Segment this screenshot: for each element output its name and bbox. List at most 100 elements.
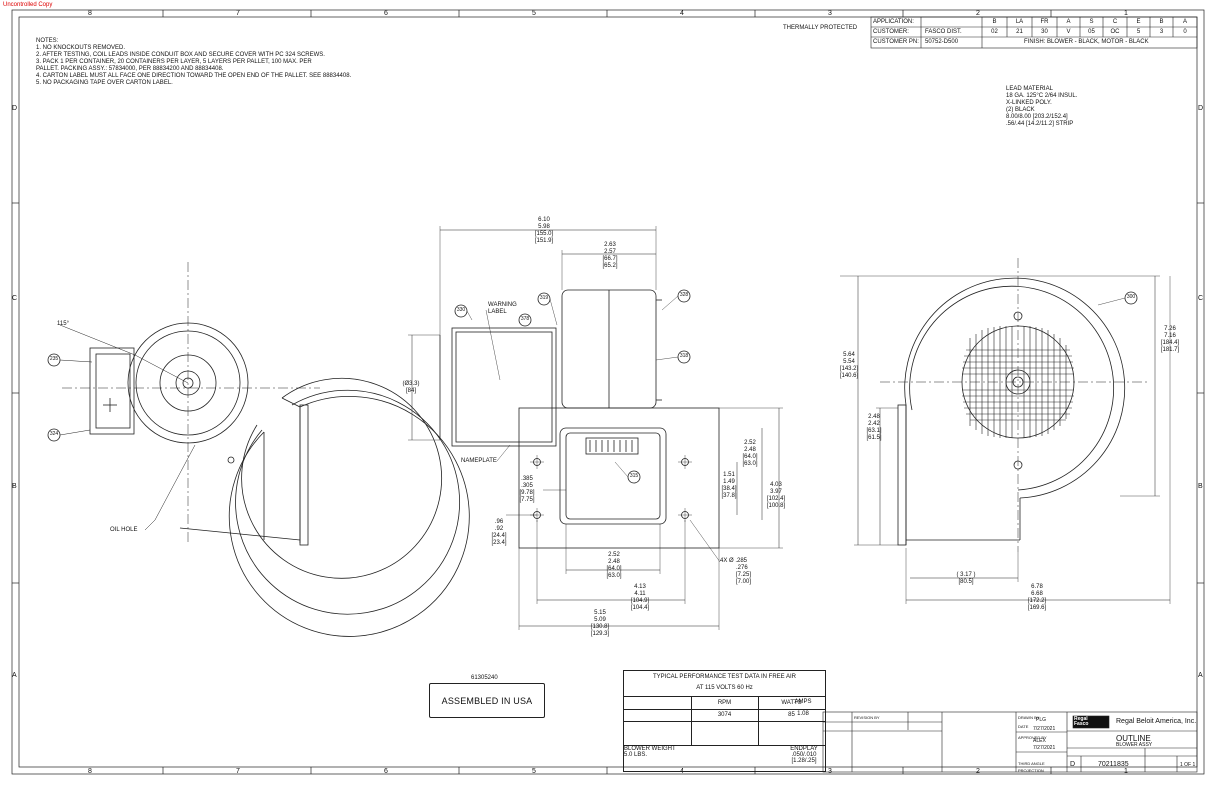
performance-table: TYPICAL PERFORMANCE TEST DATA IN FREE AI… [623,670,826,772]
lead-line: LEAD MATERIAL [1006,86,1053,92]
value-rpm: 3074 [717,712,732,718]
row-label: A [12,672,17,679]
note-item: PALLET. PACKING ASSY.: 57834000, PER 888… [36,66,224,72]
finish-value: FINISH: BLOWER - BLACK, MOTOR - BLACK [1024,39,1149,45]
code-cell: FR [1040,19,1049,25]
col-label: 1 [1124,10,1128,17]
revision-label: REVISION BY [854,715,880,720]
notes-title: NOTES: [36,38,59,44]
right-view [840,258,1171,604]
drawing-size: D [1070,761,1076,768]
nameplate-note: NAMEPLATE [461,458,497,464]
callout-318: 318 [679,353,689,359]
approved-label: APPROVED BY [1018,735,1047,740]
note-item: 4. CARTON LABEL MUST ALL FACE ONE DIRECT… [36,73,352,79]
date-label: DATE [1018,724,1029,729]
lead-line: X-LINKED POLY. [1006,100,1052,106]
performance-title: TYPICAL PERFORMANCE TEST DATA IN FREE AI… [652,674,797,680]
code-cell: LA [1015,19,1024,25]
code-cell: B [1159,19,1164,25]
dim-hole-dia: 4X Ø .285 .276 [7.25] [7.00] [720,558,752,585]
code-cell: 30 [1041,29,1048,35]
dim-motor-dia: (Ø3.3)[84] [402,381,420,394]
lead-line: (2) BLACK [1006,107,1035,113]
callout-315: 315 [629,473,639,479]
col-label: 6 [384,10,388,17]
code-cell: E [1136,19,1141,25]
note-item: 1. NO KNOCKOUTS REMOVED. [36,45,126,51]
note-item: 5. NO PACKAGING TAPE OVER CARTON LABEL. [36,80,173,86]
thermally-protected: THERMALLY PROTECTED [783,25,858,31]
approved-value: ALEX [1033,738,1046,744]
code-cell: 05 [1088,29,1095,35]
lead-line: .56/.44 [14.2/11.2] STRIP [1006,121,1074,127]
endplay: ENDPLAY.050/.010[1.28/.25] [790,746,818,764]
code-cell: 0 [1183,29,1187,35]
date-value: 7/27/2021 [1033,726,1056,732]
value-watts: 85 [788,712,795,718]
header-rpm: RPM [717,700,732,706]
sheet-number: 1 OF 1 [1180,762,1196,768]
uncontrolled-copy-watermark: Uncontrolled Copy [3,2,53,8]
dim-flange-offset: .385.305 [9.78][7.75] [519,476,535,503]
code-cell: A [1182,19,1187,25]
drawing-subtitle: BLOWER ASSY [1116,742,1153,748]
projection-note: THIRD ANGLE PROJECTION [1018,761,1045,773]
lead-material-note: LEAD MATERIAL 18 GA. 125°C 2/64 INSUL. X… [1006,86,1077,128]
code-cell: 5 [1136,29,1141,35]
col-label: 4 [680,10,684,17]
part-reference: 61305240 [471,675,498,681]
note-item: 3. PACK 1 PER CONTAINER, 20 CONTAINERS P… [36,59,312,65]
code-cell: B [992,19,997,25]
code-cell: 21 [1016,29,1023,35]
drawing-number: 70211835 [1098,761,1129,768]
callout-319: 319 [539,295,549,301]
col-label: 2 [976,10,980,17]
row-label: C [12,295,18,302]
notes-block: NOTES: 1. NO KNOCKOUTS REMOVED. 2. AFTER… [36,38,351,87]
callout-300: 300 [1126,294,1136,300]
customer-pn-label: CUSTOMER PN: [873,39,919,45]
company-name: Regal Beloit America, Inc. [1116,718,1197,725]
customer-pn-value: 50752-D500 [925,39,959,45]
row-label: B [12,483,17,490]
drawing-title: OUTLINE [1116,734,1151,743]
lead-line: 18 GA. 125°C 2/64 INSUL. [1006,93,1078,99]
col-label: 8 [88,768,92,775]
customer-label: CUSTOMER: [873,29,909,35]
header-watts: WATTS [781,700,802,706]
code-cell: OC [1110,29,1120,35]
application-label: APPLICATION: [873,19,914,25]
header-amps: AMPS [794,699,812,705]
row-label: A [1198,672,1203,679]
drawn-by-value: PLG [1036,717,1047,723]
col-label: 5 [532,768,536,775]
callout-324: 324 [49,431,59,437]
center-view [408,226,783,630]
oil-hole-note: OIL HOLE [110,527,138,533]
callout-330: 330 [456,307,466,313]
col-label: 2 [976,768,980,775]
customer-value: FASCO DIST. [925,29,962,35]
code-cell: 02 [991,29,998,35]
callout-328: 328 [679,292,689,298]
title-block-grid [822,711,1198,773]
inner-frame [18,16,1198,768]
code-cell: 3 [1159,29,1164,35]
row-label: D [12,105,18,112]
col-label: 3 [828,768,832,775]
